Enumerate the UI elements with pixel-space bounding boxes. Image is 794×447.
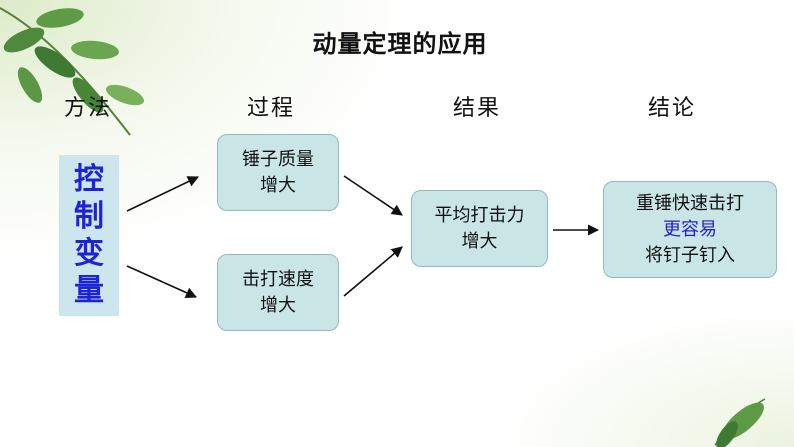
method-box: 控 制 变 量 [59,155,119,316]
arrow-mass-to-force [343,175,403,216]
box-line: 击打速度 [242,268,314,290]
leaf-branch-decoration [0,7,144,136]
method-char: 量 [74,273,104,309]
box-line: 将钉子钉入 [645,244,735,266]
box-line: 增大 [260,294,296,316]
column-header-process: 过程 [247,96,296,121]
conclusion-box: 重锤快速击打 更容易 将钉子钉入 [603,181,777,278]
arrow-speed-to-force [343,246,403,297]
page-title: 动量定理的应用 [312,30,488,58]
column-header-method: 方法 [64,96,113,121]
arrow-method-to-mass [126,176,200,212]
method-char: 变 [74,236,104,272]
box-line: 增大 [461,230,498,252]
column-header-conclusion: 结论 [648,96,697,121]
column-header-result: 结果 [453,96,502,121]
box-line: 重锤快速击打 [636,192,744,214]
result-box-average-force: 平均打击力 增大 [411,190,548,267]
method-char: 制 [74,198,104,234]
arrow-method-to-speed [126,265,198,298]
leaf-bottom-decoration [714,398,766,447]
process-box-strike-speed: 击打速度 增大 [217,254,339,331]
box-line: 增大 [260,174,296,196]
process-box-hammer-mass: 锤子质量 增大 [217,134,339,211]
box-line: 锤子质量 [242,148,314,170]
method-char: 控 [74,161,104,197]
box-line: 平均打击力 [434,204,525,226]
box-line-highlight: 更容易 [663,218,717,240]
